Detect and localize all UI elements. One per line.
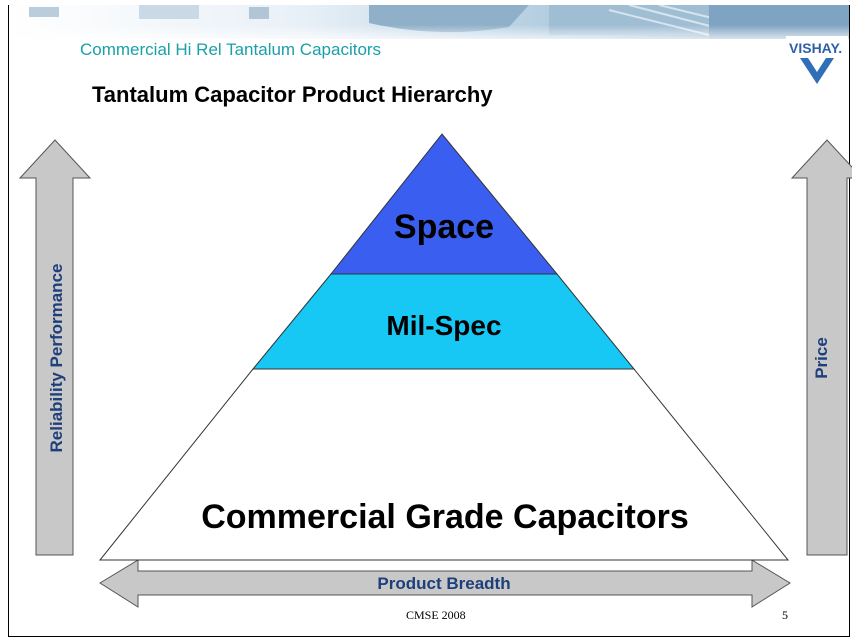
slide-title: Tantalum Capacitor Product Hierarchy — [92, 82, 493, 107]
product-breadth-arrow — [99, 559, 791, 608]
header-banner — [9, 5, 849, 45]
footer-text: CMSE 2008 — [406, 608, 466, 622]
page-number: 5 — [782, 608, 788, 622]
axis-label-product-breadth: Product Breadth — [377, 574, 510, 593]
reliability-arrow — [18, 139, 92, 556]
slide-frame — [8, 5, 850, 637]
price-arrow — [790, 139, 852, 556]
logo-text: VISHAY. — [789, 40, 842, 56]
axis-label-reliability: Reliability Performance — [47, 263, 66, 453]
tier-label-commercial: Commercial Grade Capacitors — [201, 498, 689, 536]
vishay-logo: VISHAY. — [786, 36, 848, 90]
tier-label-mil-spec: Mil-Spec — [386, 310, 501, 341]
axis-label-price: Price — [812, 337, 831, 379]
tier-space — [329, 133, 559, 275]
tier-label-space: Space — [394, 208, 494, 246]
slide-subtitle: Commercial Hi Rel Tantalum Capacitors — [80, 40, 382, 59]
